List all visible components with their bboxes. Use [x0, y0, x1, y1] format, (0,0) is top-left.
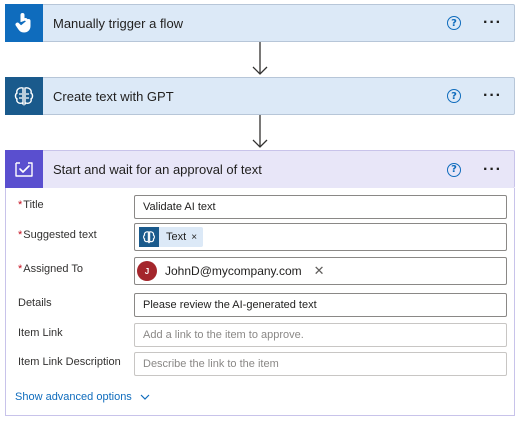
item-link-label: Item Link: [18, 327, 63, 339]
advanced-label: Show advanced options: [15, 391, 132, 403]
item-link-description-label: Item Link Description: [18, 356, 121, 368]
title-label: *Title: [18, 199, 44, 211]
assigned-to-input[interactable]: J JohnD@mycompany.com ✕: [134, 257, 507, 285]
chevron-down-icon: [140, 394, 150, 400]
assigned-to-label: *Assigned To: [18, 263, 83, 275]
remove-person-icon[interactable]: ✕: [313, 263, 325, 278]
more-options-icon[interactable]: ···: [483, 160, 502, 178]
avatar: J: [137, 261, 157, 281]
more-options-icon[interactable]: ···: [483, 14, 502, 31]
connector-arrow-icon: [252, 115, 268, 148]
approval-form: *Title Validate AI text *Suggested text …: [5, 188, 515, 416]
item-link-description-row: Item Link Description Describe the link …: [18, 352, 508, 376]
help-icon[interactable]: ?: [447, 162, 462, 177]
label-text: Assigned To: [23, 263, 84, 275]
trigger-tile: [5, 3, 43, 42]
details-row: Details Please review the AI-generated t…: [18, 293, 508, 317]
remove-token-icon[interactable]: ×: [191, 231, 198, 243]
title-row: *Title Validate AI text: [18, 195, 508, 219]
token-label: Text: [166, 231, 187, 243]
item-link-input[interactable]: Add a link to the item to approve.: [134, 323, 507, 347]
required-mark: *: [18, 263, 23, 275]
more-options-icon[interactable]: ···: [483, 87, 502, 104]
step-title: Create text with GPT: [53, 88, 174, 104]
title-input[interactable]: Validate AI text: [134, 195, 507, 219]
person-email: JohnD@mycompany.com: [165, 264, 302, 278]
approval-check-icon: [15, 162, 33, 177]
item-link-description-input[interactable]: Describe the link to the item: [134, 352, 507, 376]
help-icon[interactable]: ?: [447, 16, 462, 30]
brain-icon: [143, 231, 155, 244]
hand-touch-icon: [15, 12, 31, 32]
required-mark: *: [18, 229, 23, 241]
gpt-token-tile: [139, 227, 159, 247]
connector-arrow-icon: [252, 42, 268, 75]
show-advanced-options-link[interactable]: Show advanced options: [15, 391, 150, 403]
step-card-approval[interactable]: Start and wait for an approval of text ?…: [5, 150, 515, 188]
label-text: Suggested text: [23, 229, 97, 241]
details-input[interactable]: Please review the AI-generated text: [134, 293, 507, 317]
required-mark: *: [18, 199, 23, 211]
person-chip[interactable]: J JohnD@mycompany.com ✕: [137, 260, 331, 282]
approval-tile: [5, 150, 43, 188]
help-icon[interactable]: ?: [447, 89, 462, 103]
brain-icon: [14, 86, 34, 106]
step-title: Manually trigger a flow: [53, 15, 184, 31]
suggested-text-row: *Suggested text Text ×: [18, 223, 508, 251]
dynamic-content-token[interactable]: Text ×: [139, 227, 204, 247]
step-title: Start and wait for an approval of text: [53, 162, 262, 177]
assigned-to-row: *Assigned To J JohnD@mycompany.com ✕: [18, 257, 508, 285]
gpt-tile: [5, 76, 43, 115]
suggested-text-label: *Suggested text: [18, 229, 97, 241]
item-link-row: Item Link Add a link to the item to appr…: [18, 323, 508, 347]
label-text: Title: [23, 199, 44, 211]
details-label: Details: [18, 297, 52, 309]
suggested-text-input[interactable]: Text ×: [134, 223, 507, 251]
step-card-create-text-gpt[interactable]: Create text with GPT ? ···: [5, 76, 515, 115]
step-card-manual-trigger[interactable]: Manually trigger a flow ? ···: [5, 3, 515, 42]
